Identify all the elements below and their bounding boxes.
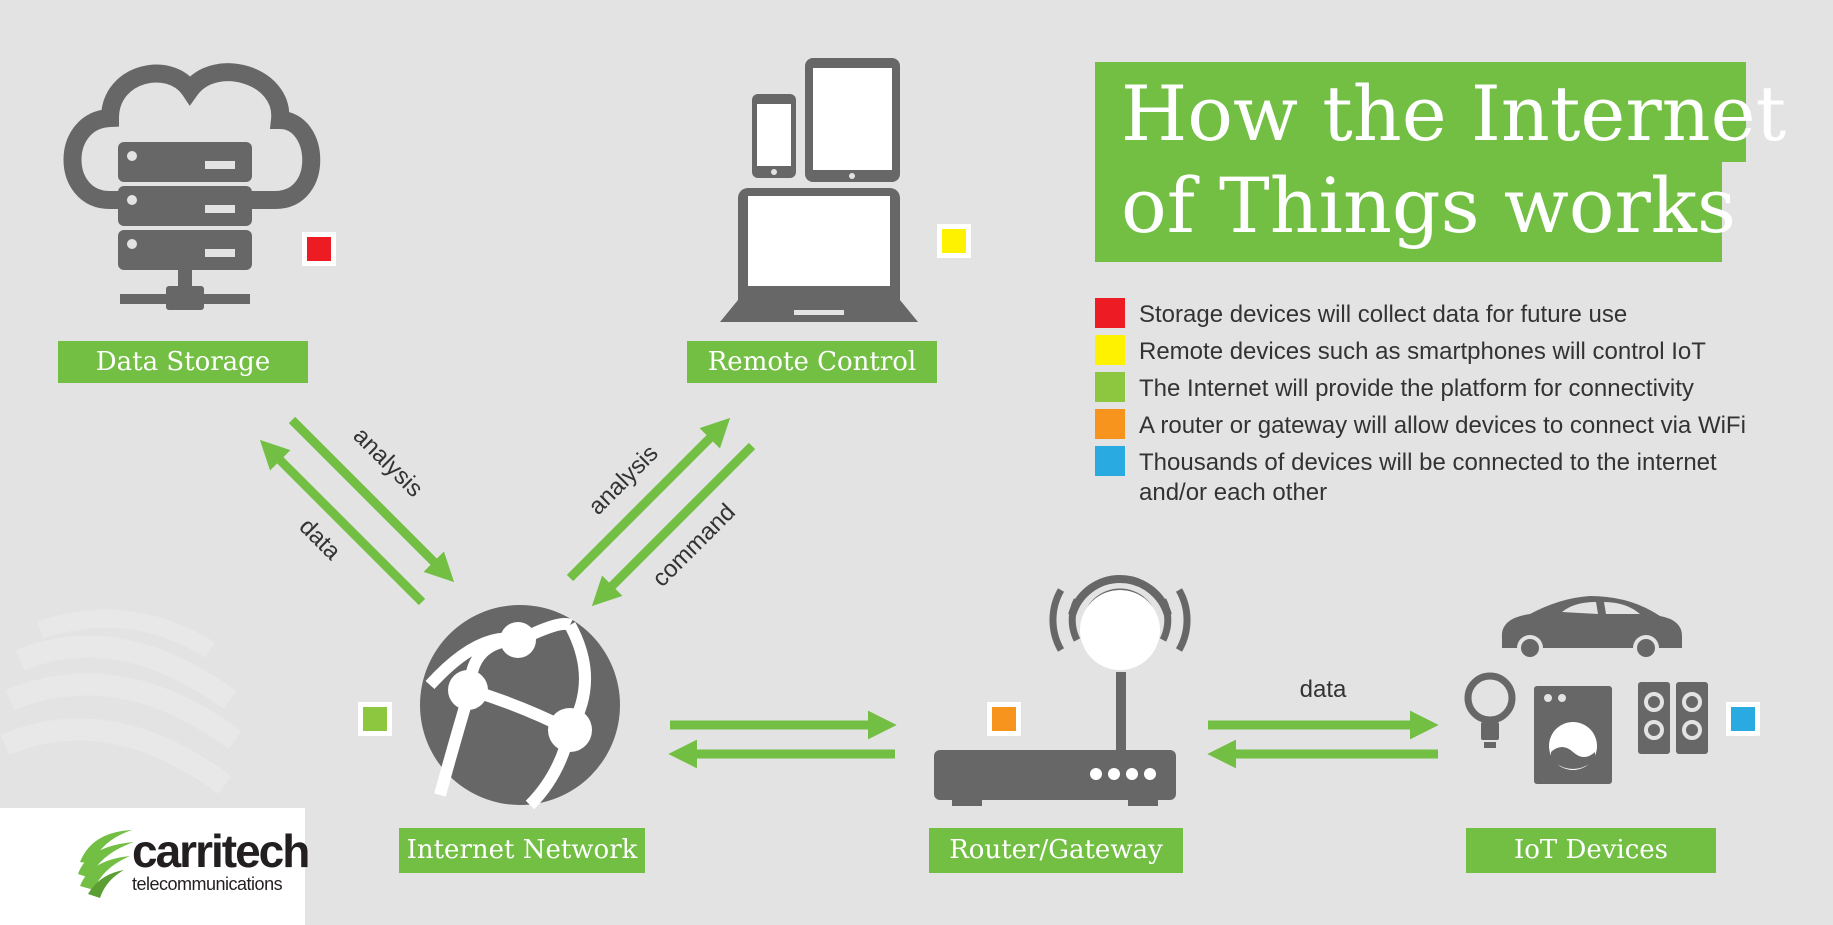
logo-subtitle: telecommunications bbox=[132, 874, 283, 894]
legend-text: A router or gateway will allow devices t… bbox=[1139, 412, 1746, 439]
legend-swatch bbox=[1095, 372, 1125, 402]
legend-text: The Internet will provide the platform f… bbox=[1139, 375, 1694, 402]
devices-icon bbox=[720, 58, 918, 322]
light-bulb-icon bbox=[1464, 672, 1516, 748]
legend-swatch bbox=[1095, 335, 1125, 365]
legend-text: Thousands of devices will be connected t… bbox=[1139, 449, 1717, 506]
watermark-globe-icon bbox=[0, 609, 242, 794]
globe-network-icon bbox=[420, 605, 620, 810]
title-line-2: of Things works bbox=[1095, 162, 1736, 262]
logo-swoosh-icon bbox=[78, 830, 134, 898]
node-label-remote-control: Remote Control bbox=[687, 341, 937, 383]
legend-text: Storage devices will collect data for fu… bbox=[1139, 301, 1628, 328]
wifi-router-icon bbox=[934, 575, 1191, 806]
router-marker bbox=[987, 702, 1021, 736]
arrow-remote-to-internet bbox=[591, 442, 756, 607]
iot-marker bbox=[1726, 702, 1760, 736]
cloud-server-icon bbox=[63, 63, 321, 310]
legend-swatch bbox=[1095, 298, 1125, 328]
washing-machine-icon bbox=[1534, 686, 1612, 784]
legend-text: Remote devices such as smartphones will … bbox=[1139, 338, 1706, 365]
flow-label-router-iot-data: data bbox=[1300, 676, 1347, 703]
iot-devices-icon bbox=[1464, 596, 1708, 784]
arrow-storage-to-internet bbox=[288, 416, 455, 583]
arrow-internet-to-remote bbox=[566, 417, 731, 582]
speakers-icon bbox=[1638, 682, 1708, 754]
arrow-internet-to-storage bbox=[259, 439, 426, 606]
carritech-logo: carritech telecommunications bbox=[0, 808, 310, 925]
logo-name: carritech bbox=[132, 825, 310, 877]
node-label-router-gateway: Router/Gateway bbox=[929, 828, 1183, 873]
node-label-internet-network: Internet Network bbox=[399, 828, 645, 873]
node-label-iot-devices: IoT Devices bbox=[1466, 828, 1716, 873]
legend-swatch bbox=[1095, 446, 1125, 476]
legend-swatch bbox=[1095, 409, 1125, 439]
title-line-1: How the Internet bbox=[1095, 62, 1786, 162]
node-label-data-storage: Data Storage bbox=[58, 341, 308, 383]
flow-arrows bbox=[259, 416, 1439, 769]
internet-marker bbox=[358, 702, 392, 736]
car-icon bbox=[1501, 596, 1682, 661]
storage-marker bbox=[302, 232, 336, 266]
remote-marker bbox=[937, 224, 971, 258]
flow-label-remote-command: command bbox=[647, 499, 741, 593]
flow-label-remote-analysis: analysis bbox=[583, 440, 663, 520]
